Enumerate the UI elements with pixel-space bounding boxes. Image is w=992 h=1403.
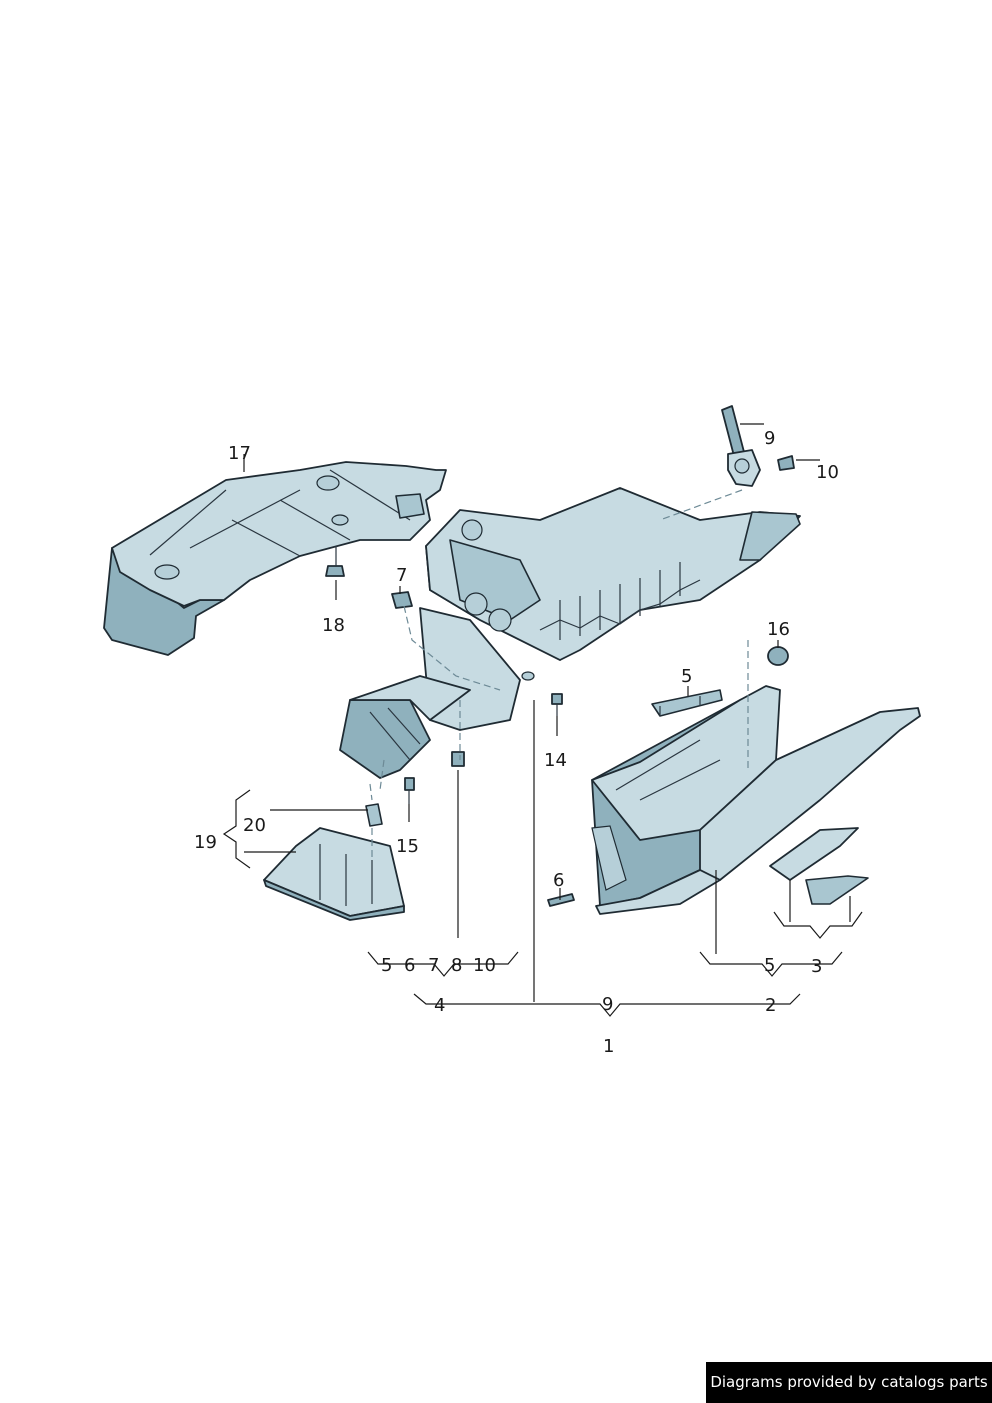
cover-panel-17 <box>103 461 447 656</box>
callout-7: 7 <box>396 565 407 586</box>
group-callout-2: 2 <box>765 995 776 1016</box>
callout-10: 10 <box>816 462 839 483</box>
callout-9: 9 <box>764 428 775 449</box>
callout-14: 14 <box>544 750 567 771</box>
callout-18: 18 <box>322 615 345 636</box>
group-callout-8: 8 <box>451 955 462 976</box>
cap-16 <box>767 646 789 666</box>
group-bracket <box>773 911 863 939</box>
screw-10 <box>777 455 795 471</box>
callout-17: 17 <box>228 443 251 464</box>
glove-box-2 <box>591 685 921 915</box>
group-callout-5: 5 <box>764 955 775 976</box>
mounting-frame-4 <box>339 487 801 779</box>
group-bracket <box>699 951 843 977</box>
pin-6 <box>547 893 575 907</box>
assembly-line <box>403 605 501 691</box>
nut-8 <box>451 751 465 767</box>
clip-18 <box>325 546 345 577</box>
group-callout-4: 4 <box>434 995 445 1016</box>
bracket-5 <box>651 689 723 717</box>
clip-7 <box>391 591 413 609</box>
callout-20: 20 <box>243 815 266 836</box>
group-bracket <box>367 951 519 977</box>
clip-20 <box>365 803 383 827</box>
callout-6: 6 <box>553 870 564 891</box>
screw-15 <box>404 777 415 804</box>
callout-16: 16 <box>767 619 790 640</box>
group-callout-1: 1 <box>603 1036 614 1057</box>
leader-line <box>789 880 851 922</box>
group-callout-9: 9 <box>602 994 613 1015</box>
assembly-line <box>659 489 743 521</box>
group-callout-6: 6 <box>404 955 415 976</box>
group-callout-5: 5 <box>381 955 392 976</box>
callout-15: 15 <box>396 836 419 857</box>
assembly-line <box>379 759 385 791</box>
callout-19: 19 <box>194 832 217 853</box>
group-callout-10: 10 <box>473 955 496 976</box>
lower-cover-19 <box>263 827 405 921</box>
latch-9 <box>721 405 761 487</box>
assembly-line <box>369 783 373 860</box>
screw-14 <box>551 693 563 716</box>
group-bracket <box>222 789 251 869</box>
group-callout-3: 3 <box>811 956 822 977</box>
credit-label: Diagrams provided by catalogs parts <box>706 1362 992 1403</box>
handle-3 <box>769 827 869 905</box>
group-bracket <box>413 993 801 1017</box>
group-callout-7: 7 <box>428 955 439 976</box>
callout-5: 5 <box>681 666 692 687</box>
